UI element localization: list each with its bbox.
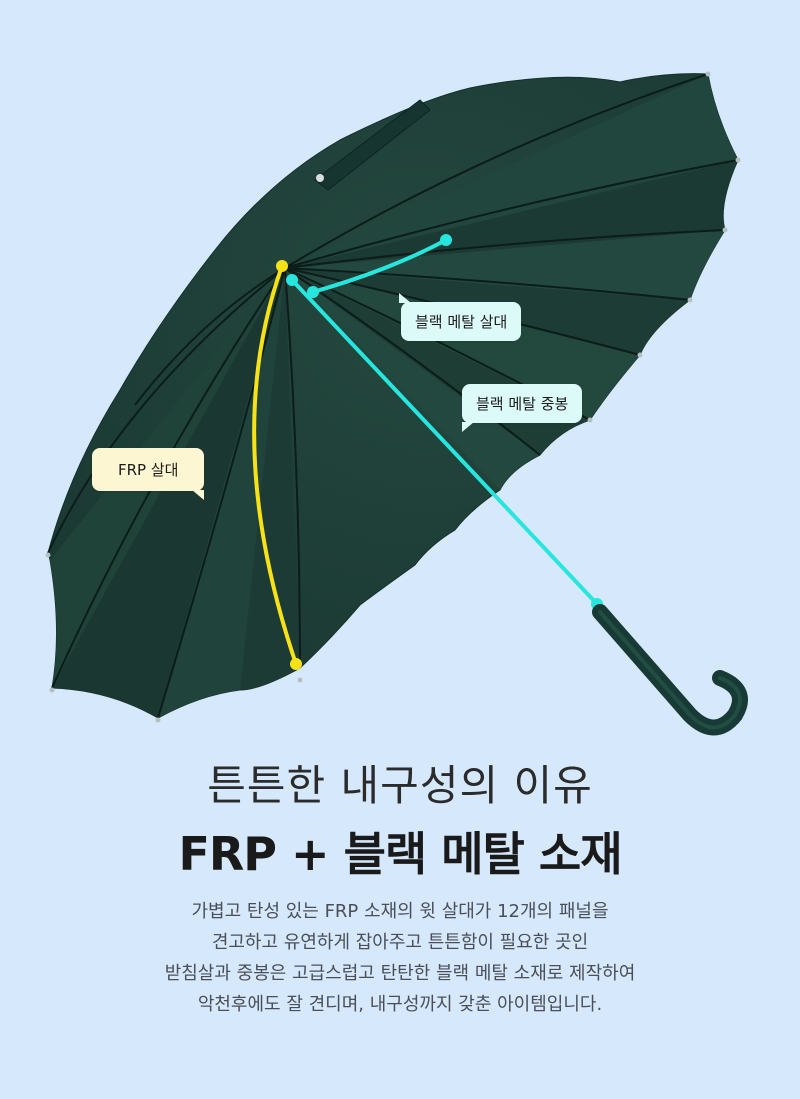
section-subtitle: 튼튼한 내구성의 이유 [207, 761, 593, 810]
description-line: 받침살과 중봉은 고급스럽고 탄탄한 블랙 메탈 소재로 제작하여 [164, 963, 636, 984]
metal-rib-highlight-line [312, 238, 447, 294]
frp-rib-highlight-line [252, 265, 298, 665]
umbrella-strap [314, 99, 431, 191]
callout-black-metal-shaft-label: 블랙 메탈 중봉 [476, 395, 569, 413]
callout-black-metal-shaft: 블랙 메탈 중봉 [462, 384, 583, 432]
umbrella-illustration [45, 71, 748, 736]
umbrella-handle [592, 604, 748, 736]
callout-black-metal-rib: 블랙 메탈 살대 [399, 293, 522, 341]
description-text: 가볍고 탄성 있는 FRP 소재의 윗 살대가 12개의 패널을 견고하고 유연… [0, 896, 800, 1020]
description-line: 악천후에도 잘 견디며, 내구성까지 갖춘 아이템입니다. [197, 994, 603, 1015]
callout-frp-rib-label: FRP 살대 [118, 461, 179, 479]
callout-frp-rib: FRP 살대 [92, 448, 205, 500]
shaft-highlight-line [290, 278, 599, 606]
description-line: 견고하고 유연하게 잡아주고 튼튼함이 필요한 곳인 [211, 932, 589, 953]
callout-black-metal-rib-label: 블랙 메탈 살대 [415, 313, 508, 331]
section-title: FRP + 블랙 메탈 소재 [178, 827, 622, 881]
description-line: 가볍고 탄성 있는 FRP 소재의 윗 살대가 12개의 패널을 [191, 901, 609, 922]
